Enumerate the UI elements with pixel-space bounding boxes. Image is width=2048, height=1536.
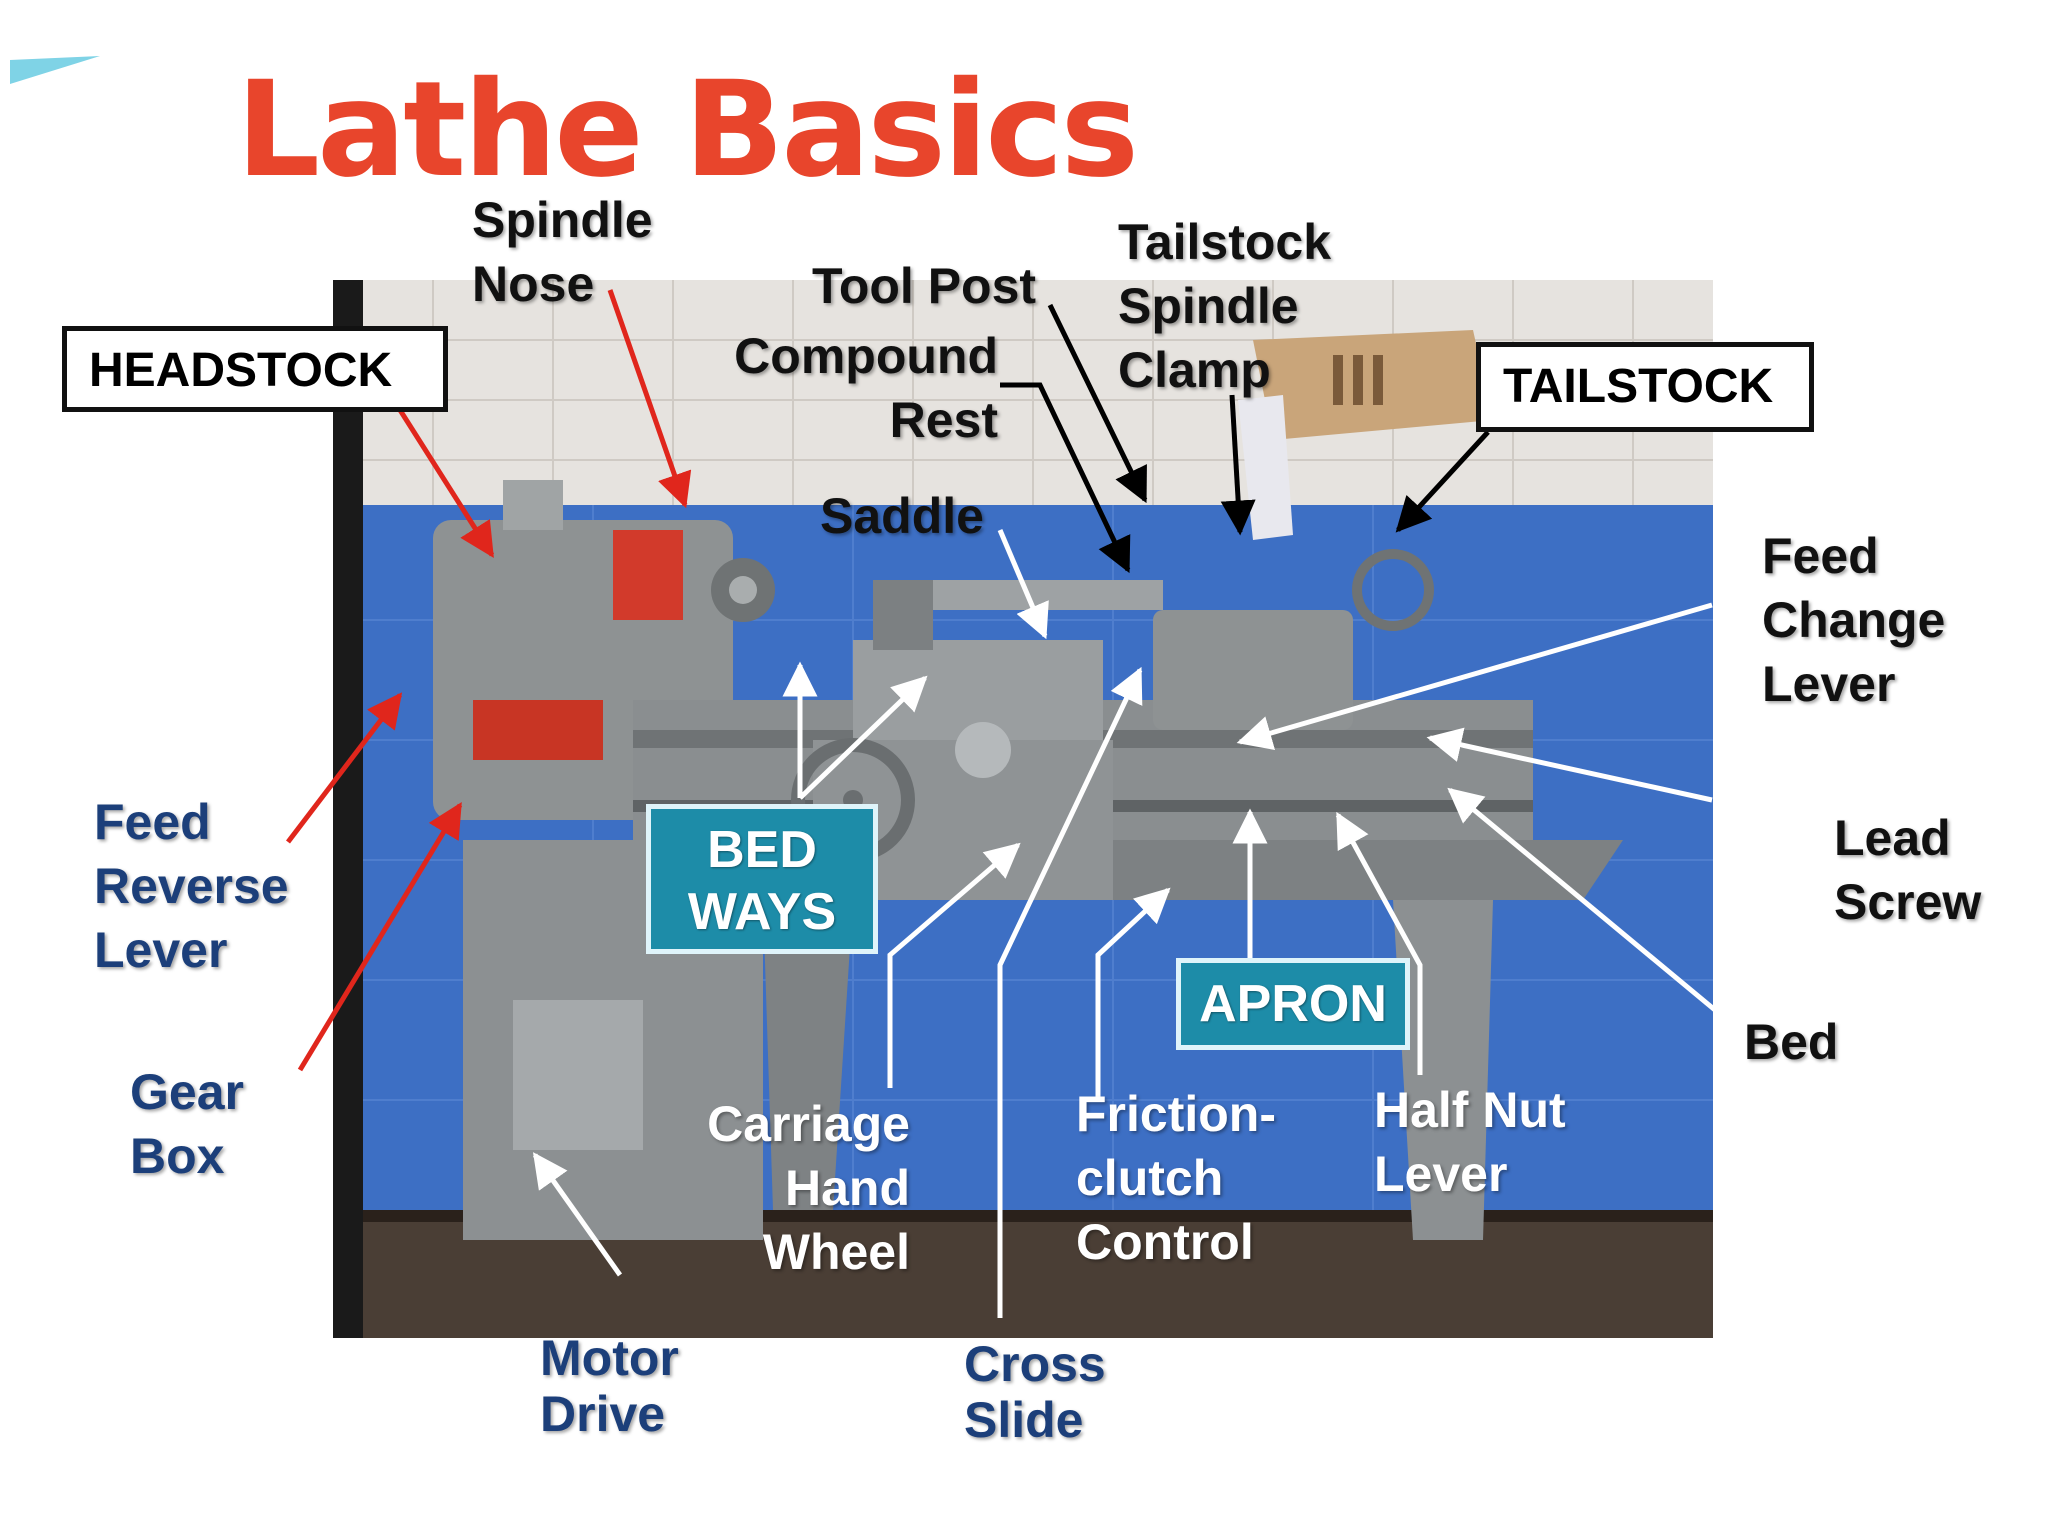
feed-reverse-lever-line-2: Reverse [94, 858, 289, 914]
lead-screw-line-2: Screw [1834, 874, 1982, 930]
tool-post-label: Tool Post [812, 254, 1036, 318]
friction-clutch-arrow [1095, 887, 1171, 1100]
feed-change-lever-line-1: Feed [1762, 528, 1879, 584]
carriage-hand-wheel-line-2: Hand [785, 1160, 910, 1216]
carriage-hand-wheel-line-1: Carriage [707, 1096, 910, 1152]
half-nut-lever-arrow [1335, 811, 1423, 1075]
spindle-nose-line-2: Nose [472, 256, 595, 312]
carriage-hand-wheel-line-3: Wheel [762, 1224, 910, 1280]
feed-change-lever-label: Feed Change Lever [1762, 524, 1945, 716]
page-title: Lathe Basics [236, 53, 1139, 207]
bed-label: Bed [1744, 1010, 1838, 1074]
gear-box-line-2: Box [130, 1128, 225, 1184]
bed-ways-arrow-right [798, 675, 928, 800]
corner-swoosh [10, 56, 100, 84]
gear-box-line-1: Gear [130, 1064, 244, 1120]
half-nut-lever-label: Half Nut Lever [1374, 1078, 1566, 1206]
saddle-arrow [997, 529, 1049, 640]
cross-slide-label: Cross Slide [964, 1336, 1106, 1448]
tool-post-arrow [1047, 303, 1148, 504]
half-nut-lever-line-1: Half Nut [1374, 1082, 1566, 1138]
bed-ways-callout: BED WAYS [646, 804, 878, 954]
compound-rest-line-1: Compound [734, 328, 998, 384]
cross-slide-arrow [997, 666, 1143, 1318]
tailstock-spindle-clamp-line-2: Spindle [1118, 278, 1299, 334]
feed-reverse-lever-line-1: Feed [94, 794, 211, 850]
motor-drive-label: Motor Drive [540, 1330, 679, 1442]
spindle-nose-label: Spindle Nose [472, 188, 653, 316]
apron-callout: APRON [1176, 958, 1410, 1050]
friction-clutch-control-label: Friction- clutch Control [1076, 1082, 1276, 1274]
tailstock-spindle-clamp-line-1: Tailstock [1118, 214, 1332, 270]
motor-drive-line-2: Drive [540, 1386, 666, 1442]
bed-arrow [1447, 787, 1717, 1012]
motor-drive-line-1: Motor [540, 1330, 679, 1386]
saddle-label: Saddle [820, 484, 984, 548]
friction-clutch-control-line-1: Friction- [1076, 1086, 1276, 1142]
feed-change-lever-line-3: Lever [1762, 656, 1896, 712]
gear-box-arrow [297, 802, 463, 1072]
compound-rest-line-2: Rest [889, 392, 998, 448]
tailstock-body [933, 549, 1434, 730]
compound-rest-arrow [1000, 382, 1131, 574]
apron-line-1: APRON [1199, 975, 1387, 1033]
bed-line-1: Bed [1744, 1014, 1839, 1070]
friction-clutch-control-line-3: Control [1076, 1214, 1254, 1270]
headstock-arrow [397, 408, 495, 558]
feed-reverse-lever-line-3: Lever [94, 922, 228, 978]
tool-post-line-1: Tool Post [812, 258, 1037, 314]
saddle-line-1: Saddle [820, 488, 984, 544]
lead-screw-arrow [1426, 727, 1713, 803]
carriage-hand-wheel-arrow [887, 842, 1021, 1088]
cross-slide-line-1: Cross [964, 1336, 1106, 1392]
carriage-hand-wheel-label: Carriage Hand Wheel [690, 1092, 910, 1284]
lead-screw-line-1: Lead [1834, 810, 1951, 866]
tailstock-spindle-clamp-label: Tailstock Spindle Clamp [1118, 210, 1331, 402]
spindle-nose-line-1: Spindle [472, 192, 653, 248]
lead-screw-label: Lead Screw [1834, 806, 1981, 934]
cross-slide-line-2: Slide [964, 1392, 1084, 1448]
gear-box-label: Gear Box [130, 1060, 244, 1188]
tailstock-spindle-clamp-arrow [1220, 394, 1256, 536]
tailstock-label: TAILSTOCK [1476, 342, 1814, 432]
feed-reverse-lever-arrow [286, 692, 403, 844]
friction-clutch-control-line-2: clutch [1076, 1150, 1224, 1206]
feed-change-lever-line-2: Change [1762, 592, 1946, 648]
headstock-label: HEADSTOCK [62, 326, 448, 412]
bed-ways-line-2: WAYS [687, 883, 837, 941]
bed-ways-line-1: BED [707, 821, 817, 879]
spindle-nose-arrow [607, 289, 692, 509]
motor-drive-arrow [532, 1152, 623, 1277]
tailstock-arrow [1395, 430, 1490, 533]
half-nut-lever-line-2: Lever [1374, 1146, 1508, 1202]
tailstock-spindle-clamp-line-3: Clamp [1118, 342, 1271, 398]
compound-rest-label: Compound Rest [718, 324, 998, 452]
feed-change-lever-arrow [1236, 602, 1713, 751]
feed-reverse-lever-label: Feed Reverse Lever [94, 790, 289, 982]
